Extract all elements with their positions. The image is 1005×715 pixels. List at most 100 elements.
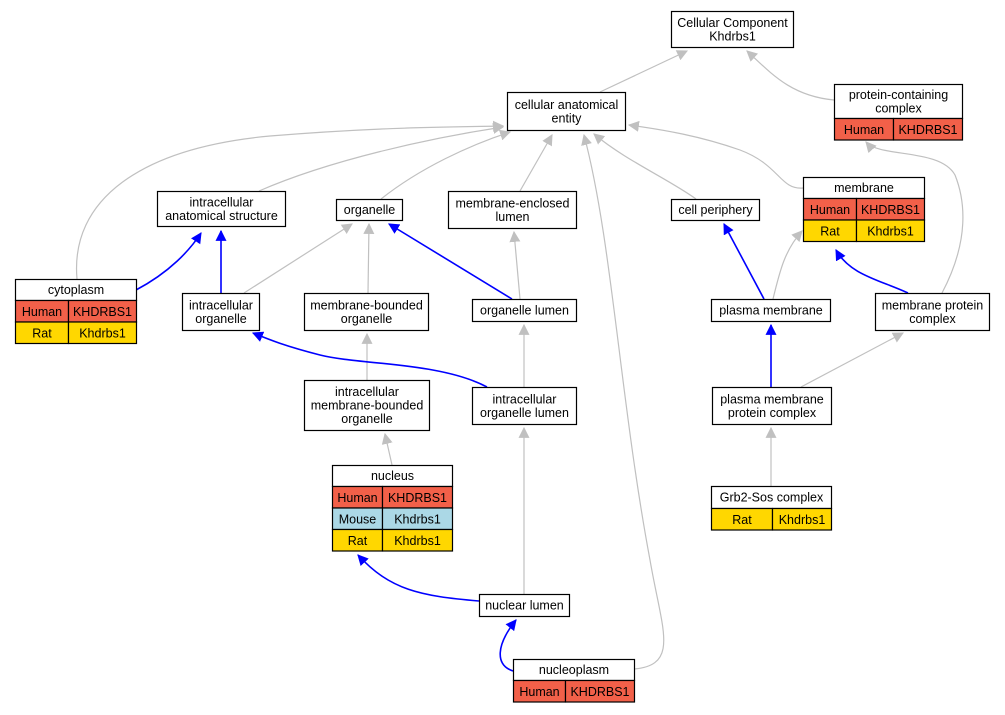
node-label: intracellular: [190, 195, 254, 209]
node-box: [471, 298, 578, 323]
gene-symbol: KHDRBS1: [570, 685, 629, 699]
gene-cell: [67, 321, 138, 345]
node-label: organelle: [195, 312, 246, 326]
node-label: entity: [552, 111, 583, 125]
node-cp[interactable]: cell periphery: [670, 198, 761, 222]
edge-pm-to-mem: [772, 230, 803, 300]
edge-nuc-to-imbo: [381, 432, 393, 466]
node-label: nucleoplasm: [539, 663, 609, 677]
gene-cell: [771, 507, 833, 531]
node-label: anatomical structure: [165, 209, 278, 223]
species-row-human: Human KHDRBS1: [14, 299, 138, 323]
node-pm[interactable]: plasma membrane: [710, 298, 832, 323]
node-label: cell periphery: [678, 203, 753, 217]
node-label: organelle: [341, 412, 392, 426]
node-nl[interactable]: nuclear lumen: [478, 593, 571, 618]
edge-cyto-to-cae: [75, 120, 505, 280]
edge-io-to-org: [243, 223, 353, 294]
node-label: membrane-bounded: [311, 399, 424, 413]
node-box: [670, 198, 761, 222]
node-label: Cellular Component: [677, 16, 788, 30]
species-name: Human: [337, 491, 377, 505]
node-label: cytoplasm: [48, 283, 104, 297]
edge-cyto-to-ias: [135, 232, 202, 291]
node-label: Grb2-Sos complex: [720, 491, 824, 505]
node-label: lumen: [495, 210, 529, 224]
species-name: Human: [810, 203, 850, 217]
species-name: Rat: [820, 224, 840, 238]
edge-mpc-to-pcc: [865, 141, 964, 294]
node-label: membrane: [834, 181, 894, 195]
edge-cp-to-cae: [593, 133, 697, 200]
edge-mel-to-cae: [519, 134, 553, 192]
edge-np-to-nl: [499, 619, 517, 672]
edge-org-to-cae: [380, 129, 512, 200]
node-box: [181, 292, 261, 332]
gene-symbol: KHDRBS1: [898, 123, 957, 137]
gene-symbol: Khdrbs1: [79, 326, 126, 340]
gene-symbol: Khdrbs1: [394, 512, 441, 526]
node-label: Khdrbs1: [709, 29, 756, 43]
gene-cell: [892, 117, 964, 141]
node-box: [670, 10, 795, 49]
node-box: [711, 386, 833, 426]
species-name: Human: [22, 305, 62, 319]
node-label: organelle: [341, 312, 392, 326]
node-org[interactable]: organelle: [335, 198, 404, 222]
species-name: Rat: [348, 534, 368, 548]
gene-cell: [564, 679, 636, 703]
node-box: [303, 379, 431, 432]
edge-ias-to-cae: [258, 123, 505, 192]
node-label: organelle lumen: [480, 406, 569, 420]
node-box: [156, 190, 287, 228]
node-label: membrane-bounded: [310, 298, 423, 312]
species-name: Rat: [732, 513, 752, 527]
node-label: complex: [909, 312, 956, 326]
node-box: [471, 386, 578, 426]
gene-cell: [381, 528, 454, 552]
edge-iol-to-io: [251, 331, 488, 388]
edge-pm-to-cp: [723, 223, 765, 300]
species-name: Mouse: [339, 512, 377, 526]
node-label: intracellular: [493, 392, 557, 406]
node-box: [710, 298, 832, 323]
node-label: intracellular: [335, 385, 399, 399]
edge-np-to-cae: [581, 133, 665, 670]
edge-mem-to-cae: [627, 120, 804, 189]
node-box: [447, 190, 578, 230]
edge-cae-to-cc: [599, 50, 688, 93]
gene-symbol: KHDRBS1: [73, 305, 132, 319]
node-ol[interactable]: organelle lumen: [471, 298, 578, 323]
node-label: plasma membrane: [719, 304, 823, 318]
node-box: [335, 198, 404, 222]
node-box: [303, 292, 430, 332]
node-label: membrane protein: [882, 298, 983, 312]
node-label: organelle: [344, 203, 395, 217]
node-label: complex: [875, 101, 922, 115]
